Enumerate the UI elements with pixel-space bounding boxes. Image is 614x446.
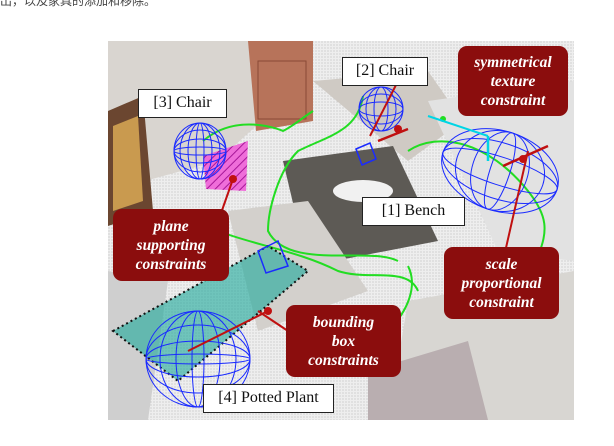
trajectory-d: [407, 140, 546, 257]
trajectory-a: [202, 110, 314, 142]
camera-frustum-chair: [355, 142, 377, 166]
plant-red-arrow: [187, 310, 269, 352]
sofa-right: [428, 81, 574, 261]
painting: [113, 116, 143, 211]
potted-plant-ellipsoid: [145, 310, 251, 408]
bench-seat: [333, 180, 393, 202]
callout-symmetrical-texture: symmetrical texture constraint: [458, 46, 568, 116]
scale-constraint-line: [502, 150, 529, 262]
callout-scale-proportional: scale proportional constraint: [444, 247, 559, 319]
camera-frustum-plant: [257, 239, 289, 274]
callout-bounding-box: bounding box constraints: [286, 305, 401, 377]
window-frame: [257, 60, 307, 120]
chair-constraint-line: [369, 80, 399, 137]
chair-constraint-node: [394, 125, 402, 133]
bounding-constraint-line: [257, 310, 289, 332]
chair-red-arrow: [377, 127, 409, 143]
sofa-ellipsoid: [441, 128, 559, 214]
label-potted-plant-4: [4] Potted Plant: [203, 384, 334, 413]
frustum-outline: [111, 244, 310, 383]
label-chair-3: [3] Chair: [138, 89, 227, 118]
plant-constraint-node: [264, 307, 272, 315]
sofa-constraint-node: [519, 155, 527, 163]
top-caption: 出，以及家具的添加和移除。: [0, 0, 157, 8]
trajectory-b: [266, 95, 399, 262]
window-brick: [248, 41, 313, 131]
chair-3-ellipsoid: [173, 122, 227, 180]
label-bench-1: [1] Bench: [362, 197, 465, 226]
scene-figure: [3] Chair [2] Chair [1] Bench [4] Potted…: [108, 41, 574, 420]
sofa-axis-cyan-2: [427, 115, 489, 137]
label-chair-2: [2] Chair: [342, 57, 428, 86]
plane-constraint-node: [229, 175, 237, 183]
callout-plane-supporting: plane supporting constraints: [113, 209, 229, 281]
cushion: [368, 341, 488, 420]
trajectory-c: [217, 230, 419, 292]
